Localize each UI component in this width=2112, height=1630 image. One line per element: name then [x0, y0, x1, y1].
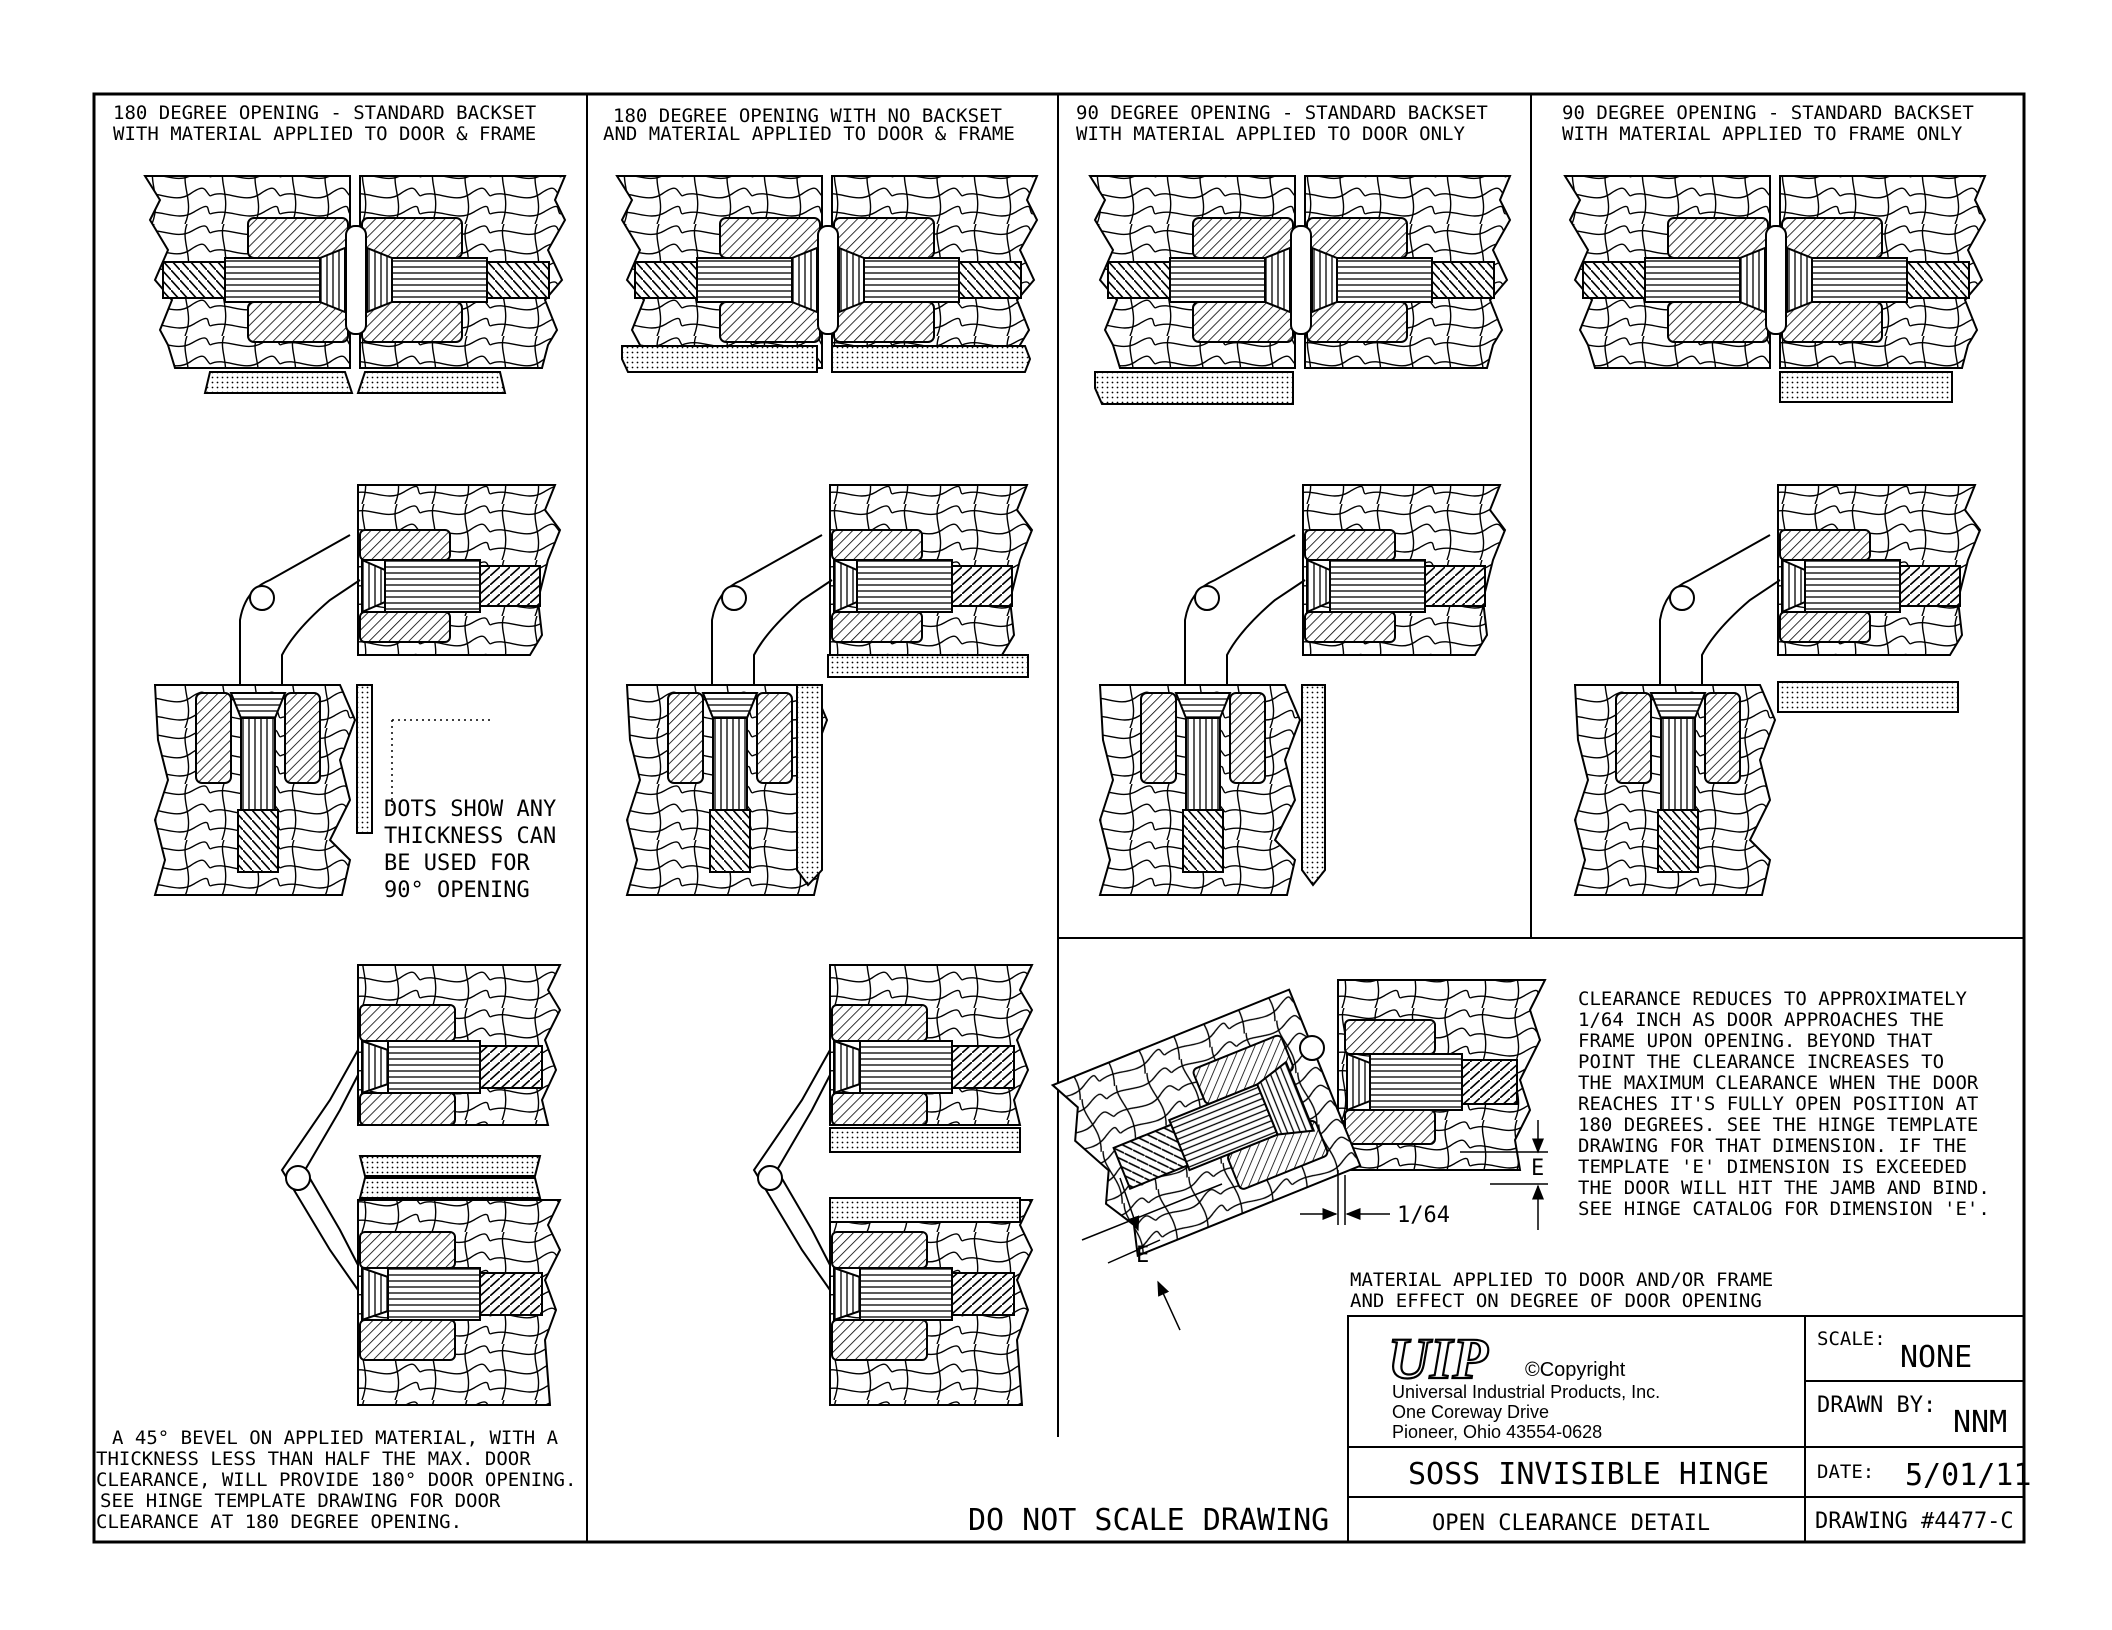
- material-heading: MATERIAL APPLIED TO DOOR AND/OR FRAME: [1350, 1269, 1773, 1291]
- applied-material-frame: [356, 371, 507, 394]
- clearance-note: REACHES IT'S FULLY OPEN POSITION AT: [1578, 1093, 1978, 1115]
- applied-material-frame: [1777, 681, 1959, 713]
- product-name: SOSS INVISIBLE HINGE: [1408, 1457, 1769, 1492]
- panel-2-title: AND MATERIAL APPLIED TO DOOR & FRAME: [603, 123, 1015, 145]
- applied-material-frame: [829, 1197, 1021, 1223]
- scale-label: SCALE:: [1817, 1328, 1886, 1350]
- company-logo: UIP: [1388, 1326, 1488, 1391]
- panel-3-title: WITH MATERIAL APPLIED TO DOOR ONLY: [1076, 123, 1465, 145]
- clearance-note: THE DOOR WILL HIT THE JAMB AND BIND.: [1578, 1177, 1990, 1199]
- applied-material-door: [203, 371, 354, 394]
- company-address: One Coreway Drive: [1392, 1402, 1549, 1422]
- clearance-note: 180 DEGREES. SEE THE HINGE TEMPLATE: [1578, 1114, 1978, 1136]
- panel-1-title: WITH MATERIAL APPLIED TO DOOR & FRAME: [113, 123, 536, 145]
- applied-material-door: [1301, 684, 1326, 887]
- clearance-note: CLEARANCE REDUCES TO APPROXIMATELY: [1578, 988, 1967, 1010]
- panel-4-title: 90 DEGREE OPENING - STANDARD BACKSET: [1562, 102, 1974, 124]
- panel-1-title: 180 DEGREE OPENING - STANDARD BACKSET: [113, 102, 536, 124]
- closed-hinge-section: [143, 175, 567, 369]
- date-label: DATE:: [1817, 1461, 1874, 1483]
- bevel-note: CLEARANCE, WILL PROVIDE 180° DOOR OPENIN…: [96, 1469, 576, 1491]
- applied-material-frame: [1779, 371, 1953, 403]
- copyright-label: ©Copyright: [1525, 1359, 1626, 1381]
- dots-note: BE USED FOR: [384, 851, 530, 876]
- drawing-subtitle: OPEN CLEARANCE DETAIL: [1432, 1511, 1710, 1536]
- bevel-note: SEE HINGE TEMPLATE DRAWING FOR DOOR: [100, 1490, 501, 1512]
- clearance-note: FRAME UPON OPENING. BEYOND THAT: [1578, 1030, 1933, 1052]
- applied-material-door: [829, 1127, 1021, 1153]
- bevel-note: CLEARANCE AT 180 DEGREE OPENING.: [96, 1511, 462, 1533]
- clearance-note: DRAWING FOR THAT DIMENSION. IF THE: [1578, 1135, 1967, 1157]
- drawing-number: DRAWING #4477-C: [1815, 1509, 2014, 1534]
- company-name: Universal Industrial Products, Inc.: [1392, 1382, 1660, 1402]
- dots-note: DOTS SHOW ANY: [384, 797, 556, 822]
- dotted-thickness-guide: [391, 719, 492, 810]
- panel-4-title: WITH MATERIAL APPLIED TO FRAME ONLY: [1562, 123, 1963, 145]
- applied-material-door: [621, 345, 818, 373]
- clearance-note: TEMPLATE 'E' DIMENSION IS EXCEEDED: [1578, 1156, 1967, 1178]
- clearance-note: SEE HINGE CATALOG FOR DIMENSION 'E'.: [1578, 1198, 1990, 1220]
- clearance-note: POINT THE CLEARANCE INCREASES TO: [1578, 1051, 1944, 1073]
- applied-material-frame: [827, 654, 1029, 678]
- drawn-by-label: DRAWN BY:: [1817, 1393, 1936, 1418]
- dots-note: 90° OPENING: [384, 878, 530, 903]
- applied-material-frame: [831, 345, 1032, 373]
- applied-material-door: [356, 684, 373, 834]
- applied-material-door: [1094, 371, 1294, 405]
- title-block: [1347, 1315, 2025, 1543]
- do-not-scale-note: DO NOT SCALE DRAWING: [968, 1503, 1329, 1538]
- bevel-note: THICKNESS LESS THAN HALF THE MAX. DOOR: [96, 1448, 531, 1470]
- applied-material-door: [358, 1155, 542, 1177]
- panel-3-title: 90 DEGREE OPENING - STANDARD BACKSET: [1076, 102, 1488, 124]
- drawn-by-value: NNM: [1953, 1405, 2007, 1440]
- clearance-note: 1/64 INCH AS DOOR APPROACHES THE: [1578, 1009, 1944, 1031]
- clearance-note: THE MAXIMUM CLEARANCE WHEN THE DOOR: [1578, 1072, 1979, 1094]
- panel-2-title: 180 DEGREE OPENING WITH NO BACKSET: [613, 105, 1002, 127]
- clearance-detail: [1050, 979, 1548, 1331]
- dimension-gap-label: 1/64: [1397, 1203, 1450, 1228]
- dimension-e-label: E: [1136, 1243, 1149, 1268]
- scale-value: NONE: [1900, 1340, 1972, 1375]
- material-heading: AND EFFECT ON DEGREE OF DOOR OPENING: [1350, 1290, 1762, 1312]
- dimension-e-label: E: [1531, 1156, 1544, 1181]
- bevel-note: A 45° BEVEL ON APPLIED MATERIAL, WITH A: [112, 1427, 559, 1449]
- open-hinge-section: [280, 964, 562, 1406]
- ninety-degree-section: [153, 484, 562, 896]
- date-value: 5/01/11: [1905, 1458, 2031, 1493]
- company-address: Pioneer, Ohio 43554-0628: [1392, 1422, 1602, 1442]
- applied-material-frame: [358, 1177, 542, 1199]
- dots-note: THICKNESS CAN: [384, 824, 556, 849]
- applied-material-door: [796, 684, 823, 887]
